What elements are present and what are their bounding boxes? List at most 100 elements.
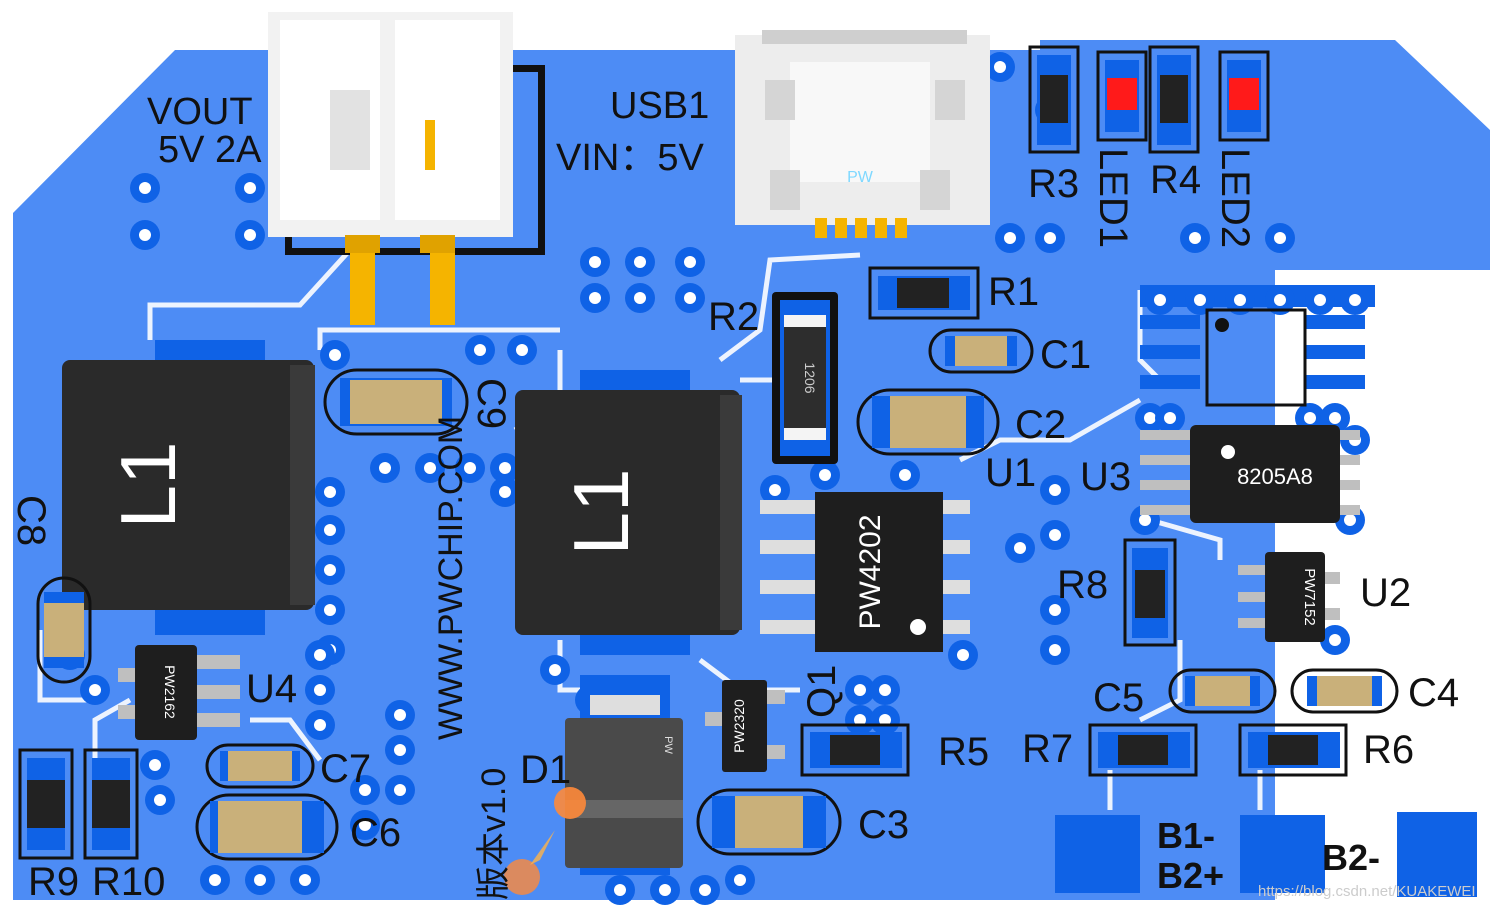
- ref-r10: R10: [92, 860, 165, 904]
- ref-q1: Q1: [800, 665, 844, 718]
- traces: [37, 248, 1373, 810]
- q1-marking: PW2320: [731, 699, 747, 753]
- via-hole: [1014, 542, 1026, 554]
- u3-marking: 8205A8: [1237, 464, 1313, 489]
- chip-q1: PW2320: [705, 680, 785, 772]
- ref-led2: LED2: [1213, 148, 1257, 248]
- via-hole: [324, 524, 336, 536]
- via-hole: [614, 884, 626, 896]
- via-hole: [209, 874, 221, 886]
- via-hole: [1004, 232, 1016, 244]
- ref-u2: U2: [1360, 571, 1411, 615]
- via-hole: [394, 709, 406, 721]
- via-hole: [899, 469, 911, 481]
- via-hole: [994, 61, 1006, 73]
- via-hole: [324, 604, 336, 616]
- ref-u3: U3: [1080, 455, 1131, 499]
- ref-c6: C6: [350, 811, 401, 855]
- via-hole: [1274, 232, 1286, 244]
- ref-r3: R3: [1028, 162, 1079, 206]
- via-hole: [299, 874, 311, 886]
- silk-vin: VIN：5V: [556, 137, 704, 179]
- via-hole: [769, 484, 781, 496]
- via-hole: [1274, 294, 1286, 306]
- silk-vout: VOUT: [147, 91, 253, 133]
- via-hole: [516, 344, 528, 356]
- via-hole: [394, 744, 406, 756]
- via-hole: [314, 719, 326, 731]
- via-hole: [314, 684, 326, 696]
- via-hole: [1044, 232, 1056, 244]
- u4-marking: PW2162: [162, 665, 178, 719]
- via-hole: [734, 874, 746, 886]
- ref-r9: R9: [28, 860, 79, 904]
- via-hole: [1349, 294, 1361, 306]
- inductor-l1-left: L1: [62, 360, 315, 610]
- via-hole: [89, 684, 101, 696]
- via-hole: [1049, 644, 1061, 656]
- silk-version: 版本v1.0: [475, 768, 513, 900]
- smd-resistors: [18, 45, 1348, 860]
- pad-b2p-label: B2+: [1157, 855, 1224, 896]
- ref-c4: C4: [1408, 671, 1459, 715]
- via-hole: [474, 344, 486, 356]
- via-hole: [1154, 294, 1166, 306]
- ref-c3: C3: [858, 803, 909, 847]
- l1-left-label: L1: [104, 442, 192, 529]
- chip-u2: PW7152: [1238, 552, 1340, 642]
- u2-marking: PW7152: [1301, 568, 1318, 626]
- via-hole: [324, 486, 336, 498]
- via-hole: [1049, 529, 1061, 541]
- ref-u1: U1: [985, 451, 1036, 495]
- via-hole: [1304, 412, 1316, 424]
- via-hole: [819, 469, 831, 481]
- via-hole: [1314, 294, 1326, 306]
- pad-b1-label: B1-: [1157, 815, 1215, 856]
- resistor-r2: 1206: [772, 292, 838, 464]
- via-hole: [1329, 412, 1341, 424]
- ref-r1: R1: [988, 270, 1039, 314]
- via-hole: [314, 649, 326, 661]
- via-hole: [254, 874, 266, 886]
- via-hole: [589, 292, 601, 304]
- via-hole: [1049, 484, 1061, 496]
- leds: [1096, 50, 1270, 142]
- ref-r4: R4: [1150, 158, 1201, 202]
- via-hole: [394, 784, 406, 796]
- usb-connector: PW: [735, 30, 990, 238]
- via-hole: [1139, 514, 1151, 526]
- ref-c7: C7: [320, 747, 371, 791]
- via-hole: [499, 486, 511, 498]
- via-hole: [464, 462, 476, 474]
- silk-vout-rating: 5V 2A: [158, 129, 262, 171]
- ref-r6: R6: [1363, 728, 1414, 772]
- via-hole: [1144, 412, 1156, 424]
- chip-u1: PW4202: [760, 492, 970, 652]
- u1-marking: PW4202: [854, 514, 887, 629]
- via-hole: [139, 182, 151, 194]
- via-hole: [1164, 412, 1176, 424]
- ref-c8: C8: [9, 495, 53, 546]
- via-hole: [957, 649, 969, 661]
- via-hole: [499, 462, 511, 474]
- via-hole: [634, 292, 646, 304]
- via-hole: [589, 256, 601, 268]
- via-hole: [324, 564, 336, 576]
- via-hole: [1329, 634, 1341, 646]
- pad-b2m-label: B2-: [1322, 837, 1380, 878]
- via-hole: [854, 714, 866, 726]
- chip-u4: PW2162: [118, 645, 240, 740]
- via-hole: [1344, 514, 1356, 526]
- ref-d1: D1: [520, 748, 571, 792]
- via-hole: [699, 884, 711, 896]
- via-hole: [879, 684, 891, 696]
- diode-d1: PW: [504, 675, 683, 895]
- via-hole: [549, 664, 561, 676]
- silk-usb: USB1: [610, 85, 709, 127]
- ref-r8: R8: [1057, 563, 1108, 607]
- via-hole: [1189, 232, 1201, 244]
- via-hole: [244, 182, 256, 194]
- ref-r2: R2: [708, 295, 759, 339]
- via-hole: [684, 292, 696, 304]
